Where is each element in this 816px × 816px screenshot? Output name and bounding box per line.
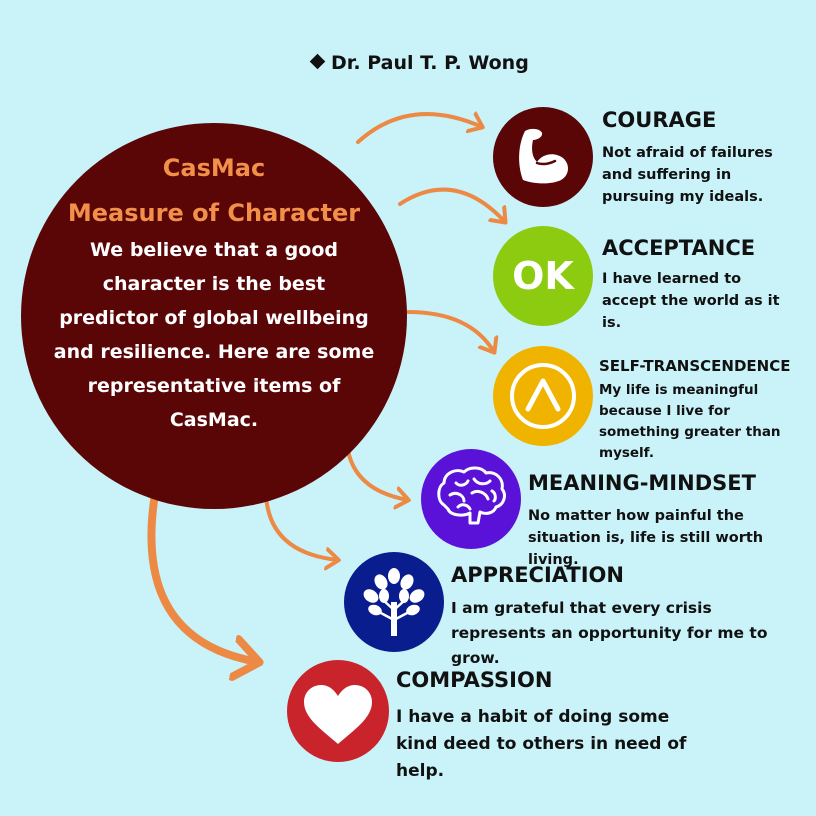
main-title-line2: Measure of Character (67, 199, 361, 227)
acceptance-description: I have learned to accept the world as it… (602, 271, 780, 331)
tree-icon (363, 568, 425, 636)
arrow-compassion (147, 490, 258, 662)
acceptance-title: ACCEPTANCE (602, 236, 756, 260)
meaning-mindset-title: MEANING-MINDSET (528, 471, 756, 495)
author-name: Dr. Paul T. P. Wong (331, 52, 529, 74)
author-credit: Dr. Paul T. P. Wong (308, 52, 568, 82)
brain-icon (437, 466, 506, 525)
meaning-mindset-description: No matter how painful the situation is, … (528, 508, 764, 568)
main-circle (21, 123, 407, 509)
compassion-description: I have a habit of doing some kind deed t… (396, 707, 687, 781)
acceptance-icon-circle (493, 226, 593, 326)
courage-description: Not afraid of failures and suffering in … (602, 145, 773, 205)
appreciation-description: I am grateful that every crisis represen… (451, 599, 768, 667)
self-transcendence-title: SELF-TRANSCENDENCE (599, 357, 791, 375)
flexed-arm-icon (519, 128, 569, 184)
arrow-courage (356, 114, 482, 144)
main-title-line1: CasMac (162, 154, 266, 182)
arrow-meaning-mindset (345, 442, 408, 500)
main-title: CasMac Measure of Character (40, 146, 388, 236)
upward-chevron-icon (510, 363, 576, 429)
self-transcendence-icon-circle (493, 346, 593, 446)
courage-title: COURAGE (602, 108, 717, 132)
ok-icon: OK (512, 254, 574, 298)
arrow-self-transcendence (406, 310, 494, 352)
main-description: We believe that a good character is the … (53, 239, 375, 431)
heart-icon (304, 685, 372, 744)
compassion-title: COMPASSION (396, 668, 553, 692)
appreciation-title: APPRECIATION (451, 563, 624, 587)
arrow-acceptance (398, 187, 505, 222)
self-transcendence-description: My life is meaningful because I live for… (599, 382, 781, 461)
